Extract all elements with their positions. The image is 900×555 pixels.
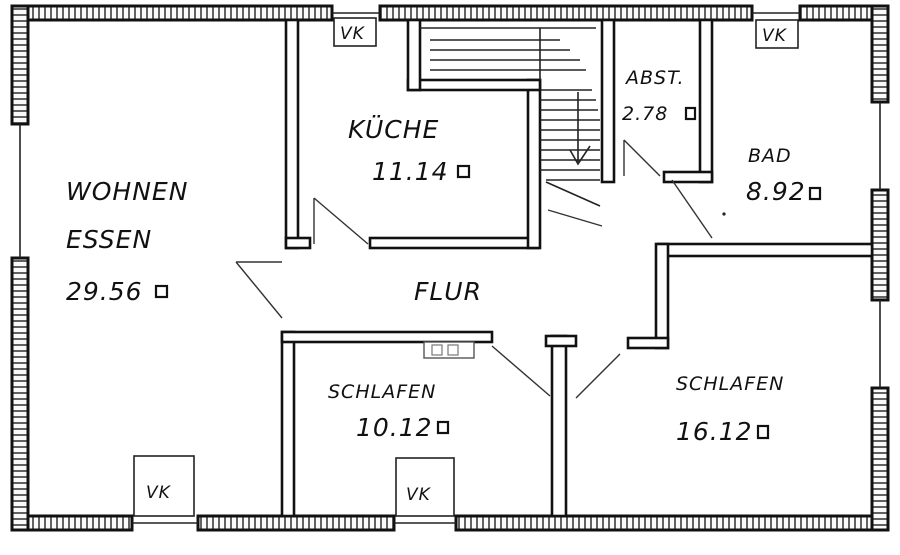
wall-right-upper xyxy=(870,4,890,104)
room-wohnen: WOHNEN ESSEN 29.56 xyxy=(66,177,188,306)
room-name: SCHLAFEN xyxy=(328,381,436,403)
wall-left-lower xyxy=(10,256,30,532)
room-area: 11.14 xyxy=(372,157,449,186)
wall-wohnen-schlafen xyxy=(280,330,296,518)
wall-schlafen-small-top xyxy=(280,330,494,344)
wall-right-lower xyxy=(870,386,890,532)
room-area: 10.12 xyxy=(356,413,433,442)
wall-left-upper xyxy=(10,4,30,126)
room-name: BAD xyxy=(748,145,792,167)
wall-abst-bottom xyxy=(662,170,714,184)
vk-schlafen: VK xyxy=(395,457,455,517)
vk-label: VK xyxy=(340,24,366,44)
sqm-symbol xyxy=(808,186,822,201)
wall-right-mid xyxy=(870,188,890,302)
wall-schlafen-large-stub xyxy=(626,336,670,350)
wall-kueche-bottom xyxy=(368,236,540,250)
sqm-symbol xyxy=(684,106,697,121)
wall-bottom-left xyxy=(12,514,134,532)
interior-walls xyxy=(280,18,874,518)
wall-bottom-mid xyxy=(196,514,396,532)
wall-stair-top xyxy=(406,78,542,92)
sqm-symbol xyxy=(154,284,169,299)
sqm-symbol xyxy=(456,164,471,179)
sqm-symbol xyxy=(756,424,770,440)
staircase xyxy=(420,27,601,207)
wall-abst-left xyxy=(600,18,616,184)
sqm-symbol xyxy=(436,420,450,435)
room-abst: ABST. 2.78 xyxy=(622,67,697,125)
vk-label: VK xyxy=(146,483,172,503)
wall-schlafen-divider xyxy=(550,334,568,518)
wall-top-left xyxy=(12,4,334,22)
wall-schlafen-large-left xyxy=(654,242,670,350)
stair-arrow-head xyxy=(569,145,591,166)
room-name: FLUR xyxy=(414,277,482,306)
vk-wohnen: VK xyxy=(133,455,195,517)
wall-stair-left xyxy=(406,18,422,92)
bad-dot xyxy=(722,212,726,216)
vk-bad: VK xyxy=(755,19,799,49)
wall-top-mid xyxy=(378,4,754,22)
outer-walls xyxy=(10,4,890,532)
room-name-line1: WOHNEN xyxy=(66,177,188,206)
room-area: 29.56 xyxy=(66,277,143,306)
room-name: KÜCHE xyxy=(348,115,439,144)
wall-wohnen-kueche xyxy=(284,18,300,250)
radiator-fixture xyxy=(423,341,475,359)
wall-schlafen-divider-cap xyxy=(544,334,578,348)
room-name: SCHLAFEN xyxy=(676,373,784,395)
vk-kueche: VK xyxy=(333,17,377,47)
room-area: 16.12 xyxy=(676,417,753,446)
door-swings xyxy=(235,139,713,399)
room-schlafen-small: SCHLAFEN 10.12 xyxy=(328,381,450,442)
room-name: ABST. xyxy=(624,67,684,89)
room-name-line2: ESSEN xyxy=(66,225,152,254)
room-area: 8.92 xyxy=(746,177,806,206)
vk-label: VK xyxy=(762,26,788,46)
room-kueche: KÜCHE 11.14 xyxy=(348,115,471,186)
vk-label: VK xyxy=(406,485,432,505)
wall-bottom-right xyxy=(454,514,890,532)
wall-kueche-right xyxy=(526,78,542,250)
room-schlafen-large: SCHLAFEN 16.12 xyxy=(676,373,784,446)
room-area: 2.78 xyxy=(622,103,668,125)
wall-kueche-bottom-stub xyxy=(284,236,312,250)
room-bad: BAD 8.92 xyxy=(746,145,822,206)
wall-bad-bottom xyxy=(656,242,874,258)
room-flur: FLUR xyxy=(414,277,482,306)
wall-abst-bad xyxy=(698,18,714,184)
